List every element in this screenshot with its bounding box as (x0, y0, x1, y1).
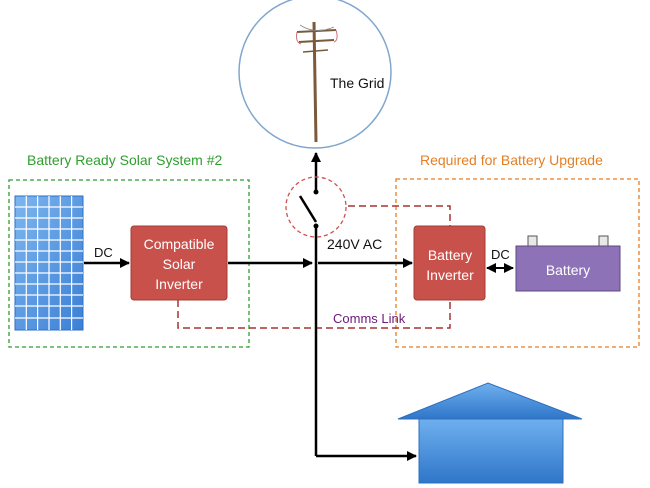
battery-icon: Battery (515, 235, 621, 292)
solar-inverter-line-1: Compatible (144, 236, 215, 252)
solar-group-label: Battery Ready Solar System #2 (27, 152, 223, 168)
dc-label-battery: DC (491, 247, 510, 262)
battery-label: Battery (546, 262, 590, 278)
battery-terminal-right (598, 235, 609, 247)
comms-link-label: Comms Link (333, 311, 406, 326)
house-icon (397, 382, 583, 484)
house-roof (397, 382, 583, 420)
solar-panel-icon (14, 195, 84, 331)
battery-inverter-line-1: Battery (428, 247, 472, 263)
upgrade-group-label: Required for Battery Upgrade (420, 152, 603, 168)
battery-inverter: Battery Inverter (413, 225, 486, 301)
switch-circle (285, 176, 347, 238)
comms-link-line-top (348, 205, 451, 226)
solar-inverter: Compatible Solar Inverter (130, 225, 228, 301)
dc-label-solar: DC (94, 245, 113, 260)
solar-inverter-line-2: Solar (163, 256, 196, 272)
house-body (418, 418, 564, 484)
comms-link-line-bottom (177, 300, 451, 329)
grid-label: The Grid (330, 75, 384, 91)
power-pole-icon (296, 21, 338, 143)
battery-terminal-left (527, 235, 538, 247)
switch-contact-lower (313, 223, 319, 229)
battery-inverter-line-2: Inverter (426, 267, 474, 283)
solar-inverter-line-3: Inverter (155, 276, 203, 292)
battery-body (515, 245, 621, 292)
switch-blade (298, 195, 318, 223)
grid-node: The Grid (238, 0, 392, 149)
ac-bus-label: 240V AC (327, 236, 382, 252)
